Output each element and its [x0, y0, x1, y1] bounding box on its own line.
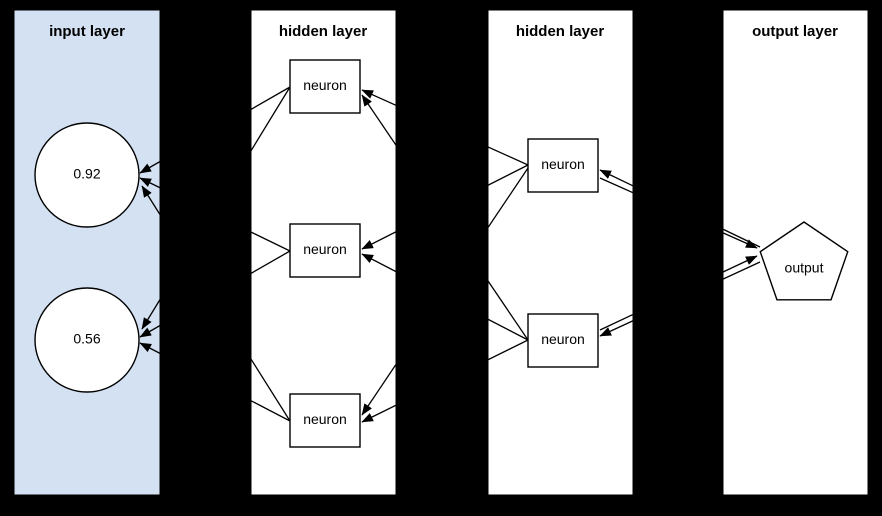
gap-3 [633, 0, 723, 516]
gap-2 [396, 0, 488, 516]
node-label-hidden1-neuron-2: neuron [303, 241, 347, 257]
node-shape-hidden2-neuron-2[interactable] [527, 313, 599, 368]
node-shape-hidden1-neuron-1[interactable] [289, 59, 361, 114]
node-shape-hidden1-neuron-3[interactable] [289, 393, 361, 448]
node-shape-hidden1-neuron-2[interactable] [289, 223, 361, 278]
node-shape-input-node-1[interactable] [34, 122, 140, 228]
gap-right [868, 0, 882, 516]
node-label-input-node-2: 0.56 [73, 331, 100, 347]
layer-title-hidden-layer-1: hidden layer [279, 23, 368, 40]
gap-left [0, 0, 14, 516]
gap-top [0, 0, 882, 10]
node-label-hidden1-neuron-3: neuron [303, 411, 347, 427]
gap-1 [160, 0, 251, 516]
node-label-hidden1-neuron-1: neuron [303, 77, 347, 93]
layer-title-output-layer: output layer [752, 23, 838, 40]
nodes-group: 0.92 0.56 neuron neuron neuron neuron neuron ou… [34, 59, 849, 448]
layer-title-hidden-layer-2: hidden layer [516, 23, 605, 40]
node-shape-output-node[interactable] [759, 221, 849, 301]
gap-bottom [0, 495, 882, 516]
layer-title-input-layer: input layer [49, 23, 125, 40]
node-label-hidden2-neuron-1: neuron [541, 156, 585, 172]
node-label-input-node-1: 0.92 [73, 166, 100, 182]
layer-box-input-layer [13, 9, 161, 496]
layer-titles-group: input layer hidden layer hidden layer outpu… [49, 23, 838, 40]
node-label-output-node: output [785, 260, 824, 276]
node-label-hidden2-neuron-2: neuron [541, 331, 585, 347]
layer-box-hidden-layer-2 [487, 9, 634, 496]
node-shape-input-node-2[interactable] [34, 287, 140, 393]
node-shape-hidden2-neuron-1[interactable] [527, 138, 599, 193]
